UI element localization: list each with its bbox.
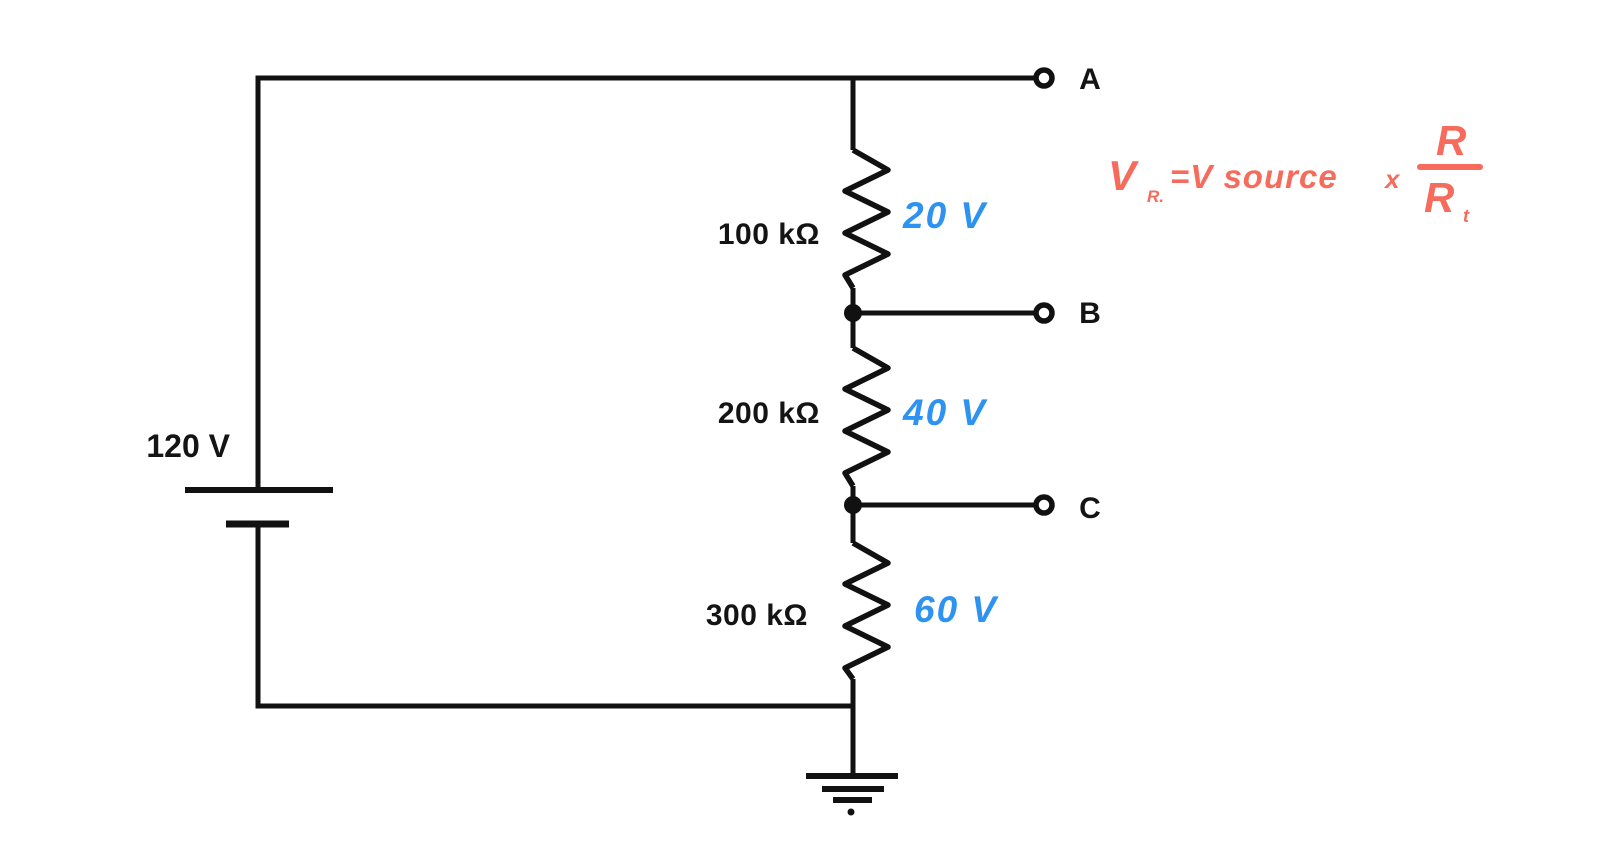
formula-times-sign: x [1385, 164, 1400, 194]
ground-dot [847, 808, 855, 816]
terminal-c-label: C [1079, 492, 1101, 525]
resistor-2-symbol [842, 345, 891, 488]
source-voltage-label: 120 V [146, 428, 230, 464]
resistor-3-voltage-annotation: 60 V [914, 589, 999, 630]
resistor-2-label: 200 kΩ [717, 397, 820, 430]
formula-fraction-numerator: R [1436, 117, 1467, 164]
terminal-c-node [1033, 494, 1055, 516]
formula-rhs-text: =V source [1170, 158, 1338, 195]
resistor-1-symbol [842, 147, 891, 290]
terminal-b-label: B [1079, 297, 1101, 330]
wire-top-left [255, 75, 1036, 490]
formula-fraction-bar [1417, 164, 1483, 170]
terminal-b-node [1033, 302, 1055, 324]
formula-fraction-denominator: R [1424, 174, 1455, 221]
resistor-1-voltage-annotation: 20 V [903, 195, 988, 236]
junction-dot-b [844, 304, 862, 322]
resistor-3-symbol [842, 540, 891, 681]
wire-bottom-left [255, 524, 853, 709]
resistor-1-label: 100 kΩ [717, 218, 820, 251]
formula-lhs-subscript: R. [1147, 187, 1164, 206]
terminal-a-label: A [1079, 63, 1101, 96]
junction-dot-c [844, 496, 862, 514]
resistor-3-label: 300 kΩ [705, 599, 808, 632]
formula-lhs-base: V [1108, 152, 1137, 199]
formula-fraction-denominator-subscript: t [1463, 206, 1469, 226]
resistor-2-voltage-annotation: 40 V [903, 392, 988, 433]
terminal-a-node [1033, 67, 1055, 89]
